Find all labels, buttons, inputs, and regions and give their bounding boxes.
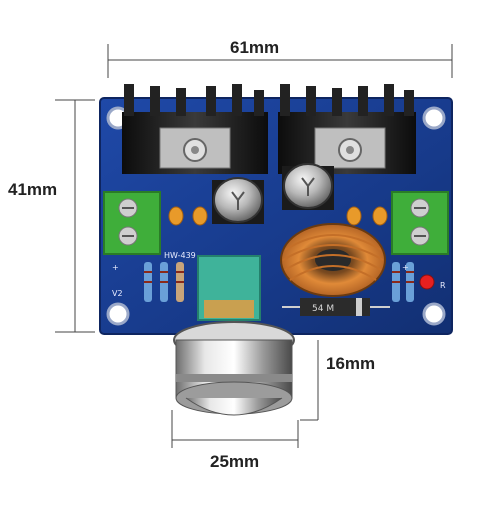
height-dimension-label: 41mm	[8, 180, 58, 199]
diode: 54 M	[282, 298, 390, 316]
dimension-lines	[55, 44, 453, 448]
potentiometer	[197, 255, 261, 321]
potentiometer-knob[interactable]	[173, 321, 295, 416]
plus-right-label: +	[402, 263, 409, 272]
red-led	[419, 274, 435, 290]
model-label: HW-439	[164, 251, 196, 260]
knob-width-dimension-label: 25mm	[210, 452, 260, 471]
diode-marking: 54 M	[312, 304, 334, 314]
mounting-holes	[106, 106, 446, 326]
heatsink-right	[278, 84, 416, 174]
resistors	[144, 262, 414, 302]
width-dimension-label: 61mm	[230, 38, 280, 57]
ceramic-capacitors	[168, 206, 388, 226]
capacitor-left	[212, 177, 264, 224]
plus-left-label: +	[112, 263, 119, 272]
terminal-block-output	[391, 191, 449, 255]
v2-label: V2	[112, 289, 123, 298]
heatsink-left	[122, 84, 268, 174]
knob-height-dimension-label: 16mm	[326, 354, 376, 373]
capacitor-right	[282, 163, 334, 210]
r-label: R	[440, 281, 446, 290]
toroid-inductor	[280, 223, 386, 297]
terminal-block-input	[103, 191, 161, 255]
